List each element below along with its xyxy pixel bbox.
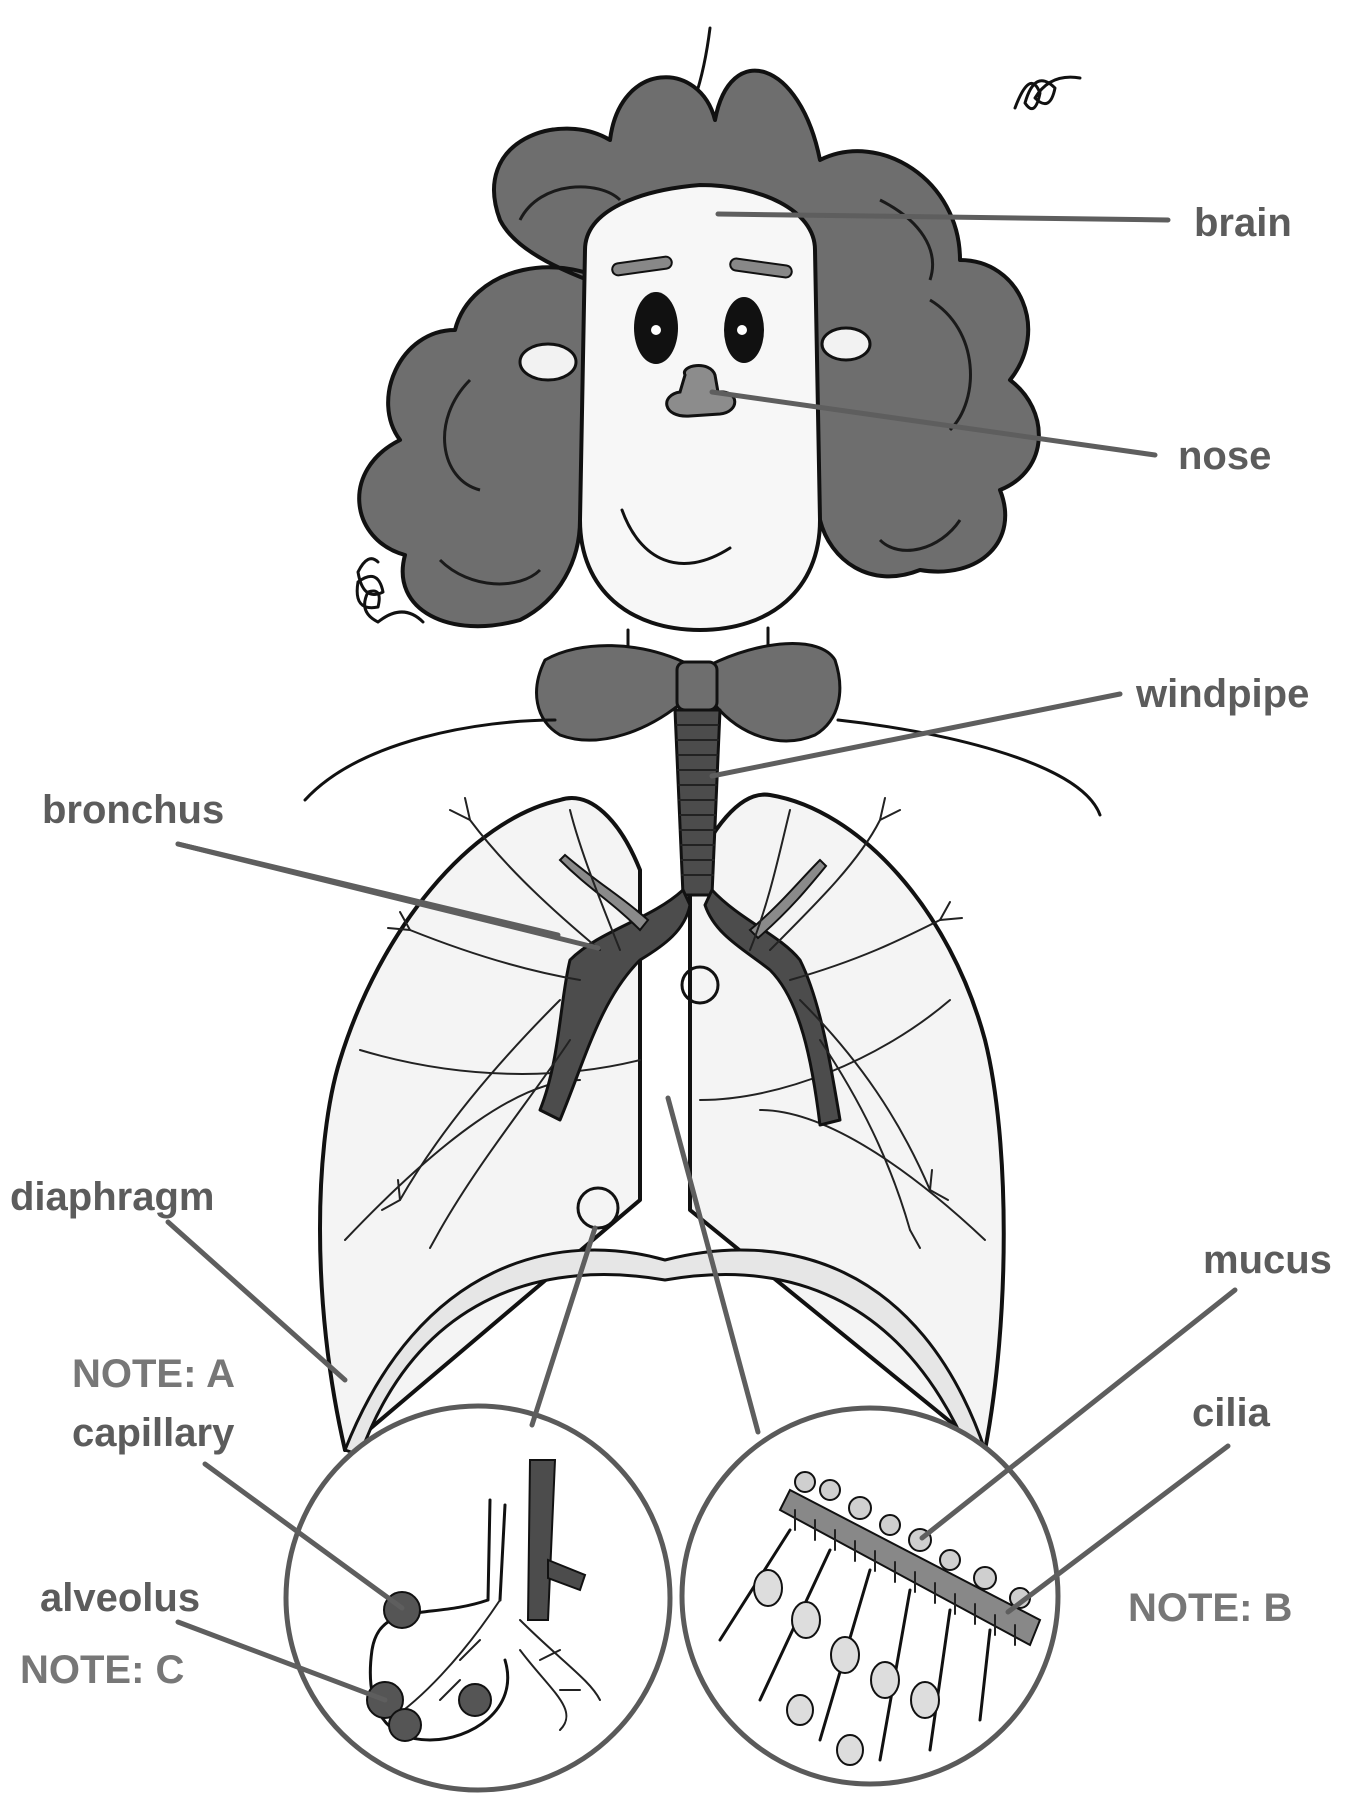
cilia-detail-circle [682, 1408, 1058, 1784]
label-note-a: NOTE: A [72, 1352, 235, 1396]
label-alveolus: alveolus [40, 1576, 200, 1620]
left-lung [320, 798, 640, 1450]
label-nose: nose [1178, 434, 1271, 478]
label-capillary: capillary [72, 1411, 235, 1455]
left-ear [520, 344, 576, 380]
label-mucus: mucus [1203, 1238, 1332, 1282]
right-ear [822, 328, 870, 360]
label-brain: brain [1194, 201, 1292, 245]
label-cilia: cilia [1192, 1391, 1271, 1435]
label-bronchus: bronchus [42, 788, 224, 832]
alveolus-detail-circle [286, 1406, 670, 1790]
label-note-b: NOTE: B [1128, 1586, 1292, 1630]
label-diaphragm: diaphragm [10, 1175, 214, 1219]
windpipe-shape [675, 710, 720, 895]
label-windpipe: windpipe [1135, 672, 1309, 716]
label-note-c: NOTE: C [20, 1648, 184, 1692]
lungs [320, 795, 1004, 1455]
